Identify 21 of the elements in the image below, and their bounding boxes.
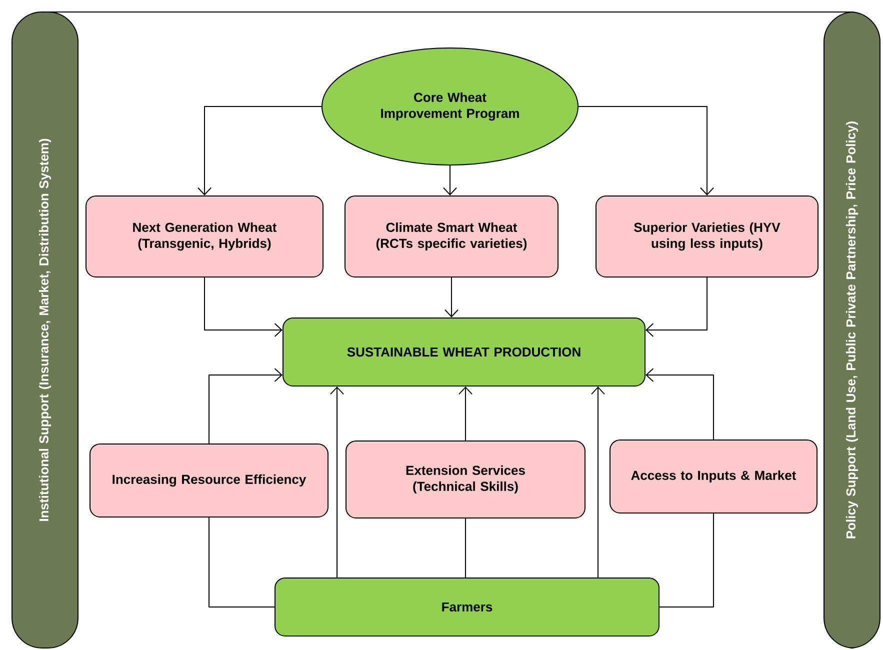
arrow xyxy=(198,106,322,196)
arrow xyxy=(578,106,714,196)
process-box: Extension Services (Technical Skills) xyxy=(346,440,586,518)
support-band: Institutional Support (Insurance, Market, Distribution System) xyxy=(12,12,78,648)
support-band: Policy Support (Land Use, Public Private Partnership, Price Policy) xyxy=(824,12,880,648)
arrow xyxy=(330,386,344,578)
arrow xyxy=(591,386,605,578)
arrow xyxy=(444,277,458,318)
arrow xyxy=(646,277,708,337)
arrow xyxy=(208,368,282,444)
process-box: Next Generation Wheat (Transgenic, Hybrids) xyxy=(86,196,324,278)
process-box: Access to Inputs & Market xyxy=(610,439,818,514)
arrow xyxy=(204,277,282,337)
process-box: Increasing Resource Efficiency xyxy=(90,443,328,518)
arrow xyxy=(443,165,457,196)
process-box: Superior Varieties (HYV using less inputs) xyxy=(596,196,818,278)
outcome-box: SUSTAINABLE WHEAT PRODUCTION xyxy=(282,317,646,386)
outcome-box: Farmers xyxy=(274,577,660,636)
arrow xyxy=(458,386,472,441)
process-box: Climate Smart Wheat (RCTs specific varieties) xyxy=(344,196,558,278)
arrow xyxy=(646,368,714,440)
